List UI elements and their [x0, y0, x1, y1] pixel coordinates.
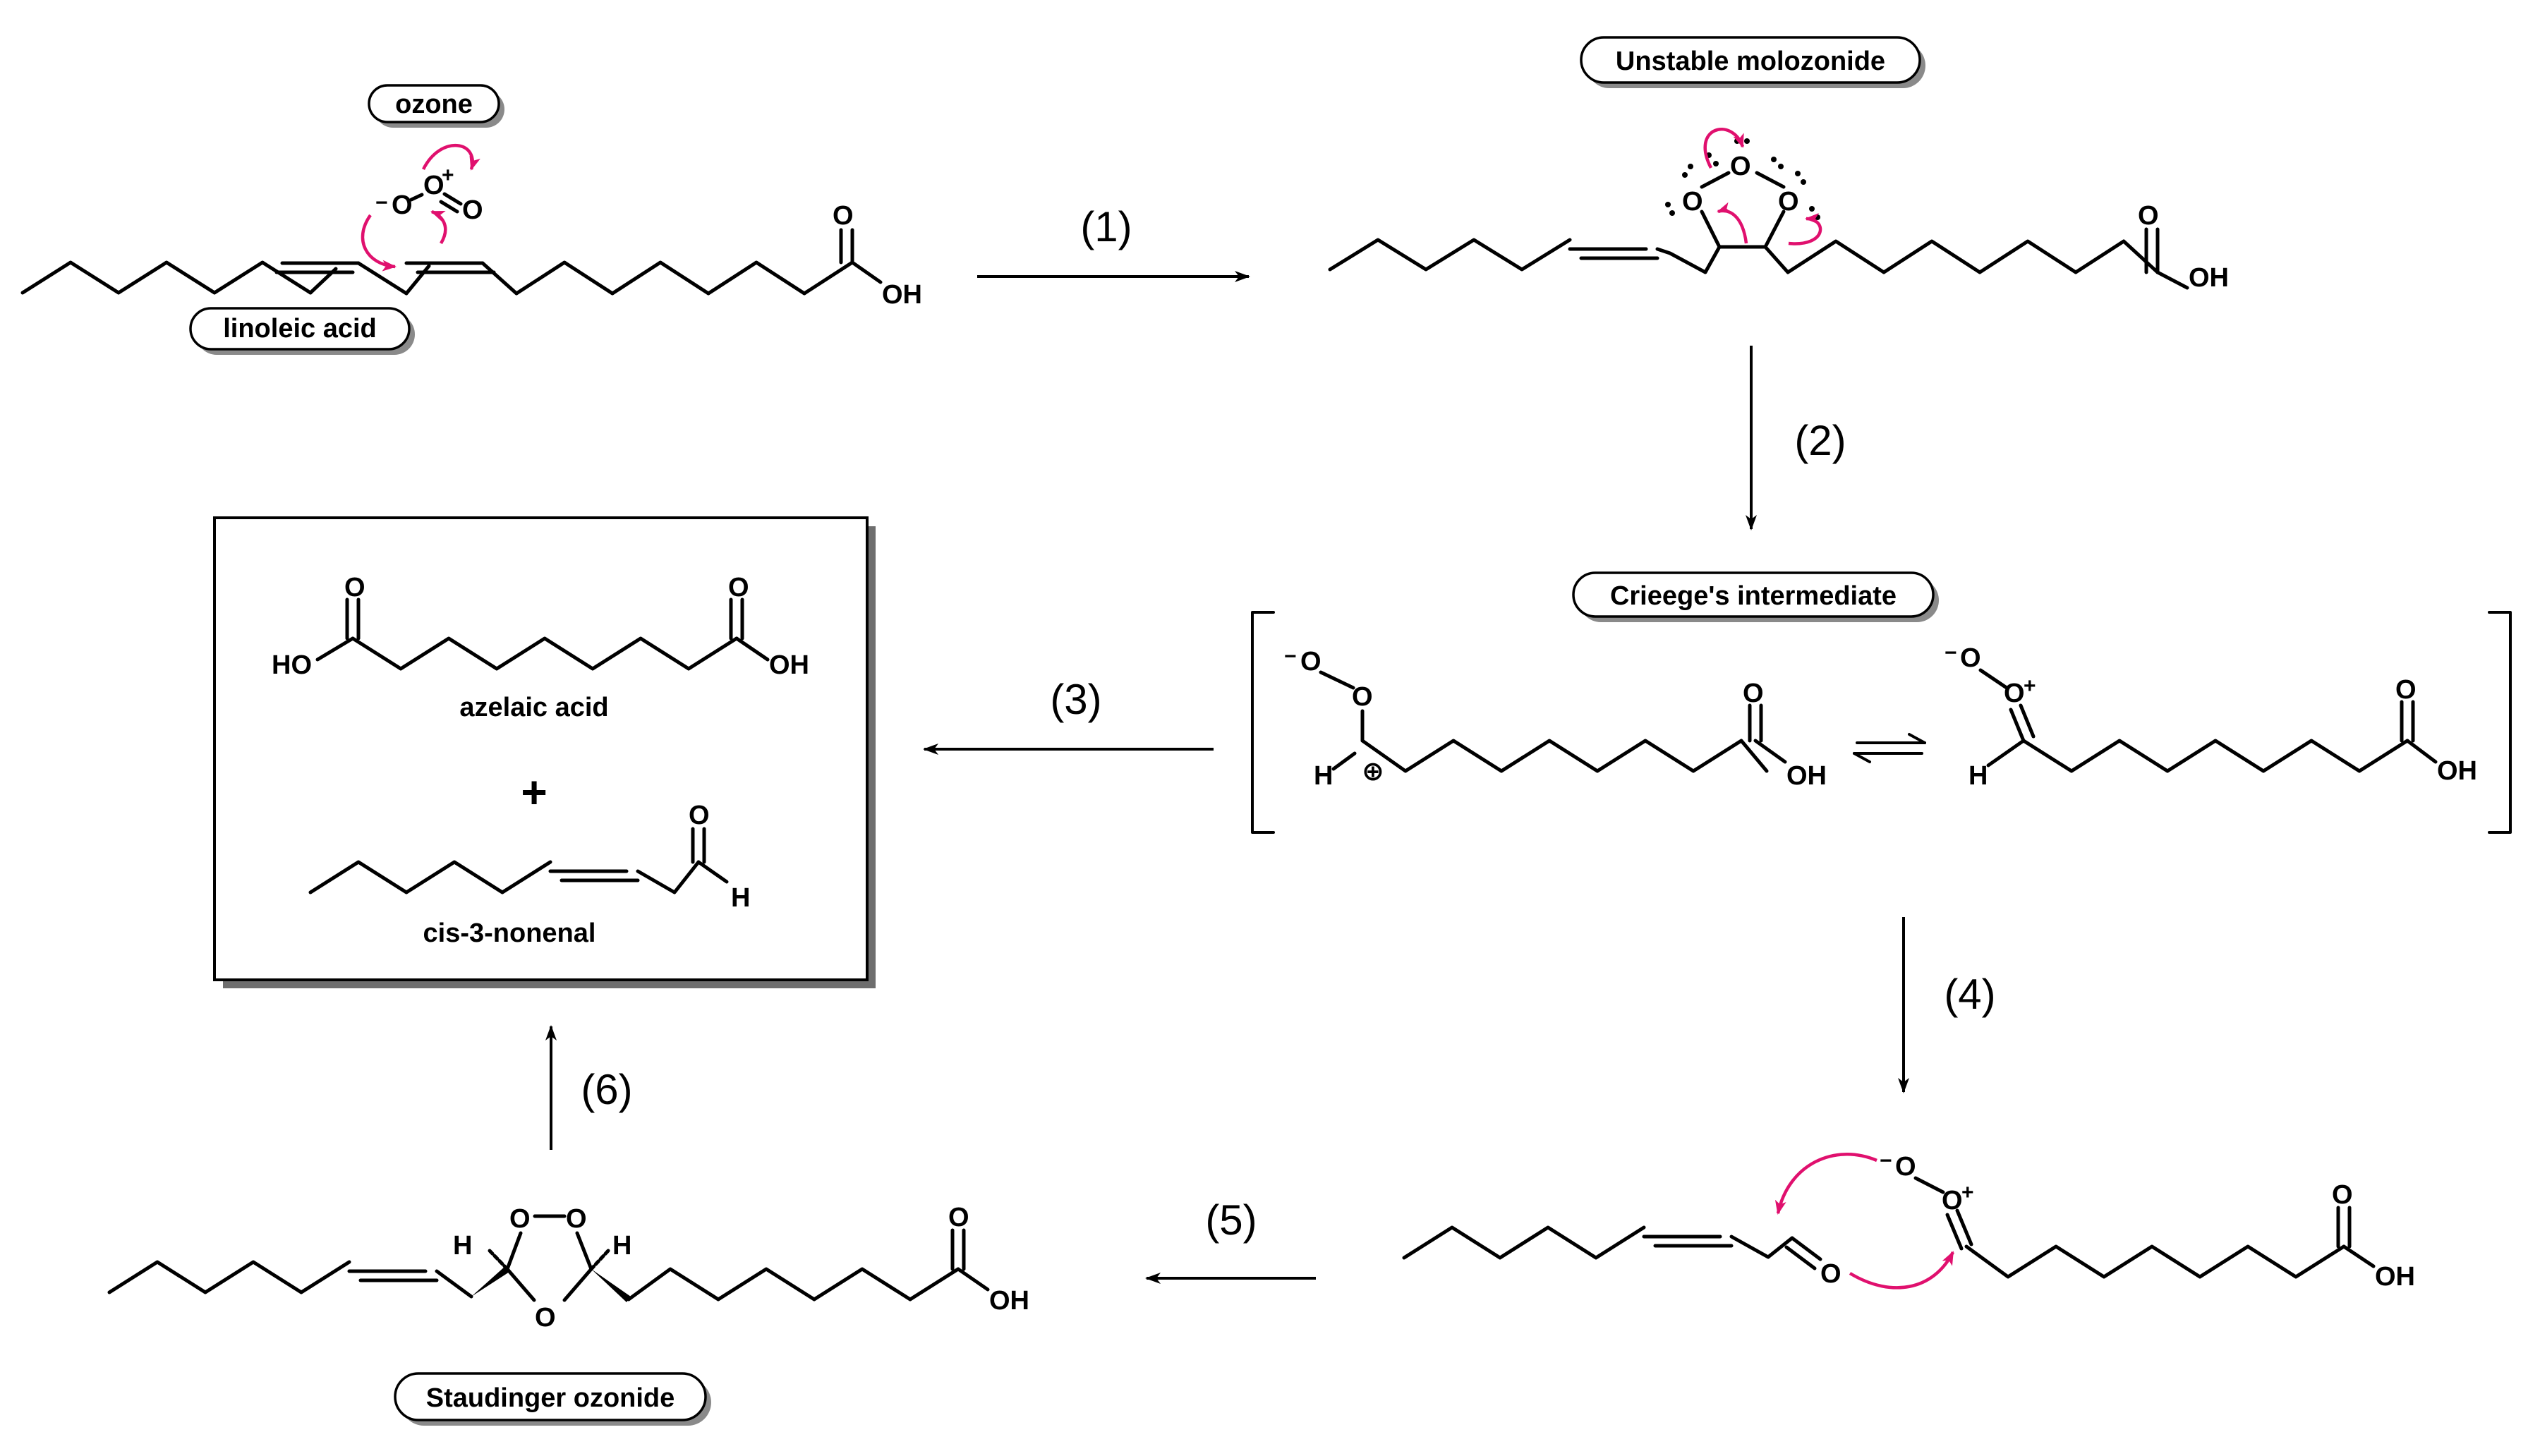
azelaic-carbonyl-oxygen-right: O — [728, 573, 749, 602]
criegee-intermediate-label-text: Crieege's intermediate — [1610, 581, 1897, 611]
ozone-label: ozone — [368, 84, 504, 128]
fragment-hydroxyl: OH — [2375, 1262, 2415, 1292]
criegee-left-oxygen-terminal: O — [1300, 647, 1322, 677]
ozone-molecule: O − O + O — [375, 164, 483, 225]
left-bracket — [1251, 611, 1275, 834]
carbonyl-oxygen: O — [2138, 201, 2159, 231]
staudinger-ozonide-label: Staudinger ozonide — [394, 1372, 711, 1426]
step-1-label: (1) — [1080, 203, 1132, 250]
unstable-molozonide-label: Unstable molozonide — [1580, 36, 1925, 88]
criegee-right-carbonyl-oxygen: O — [2395, 675, 2417, 705]
staudinger-oxygen-right: O — [566, 1204, 587, 1234]
staudinger-oxygen-bottom: O — [535, 1303, 556, 1333]
azelaic-ho: HO — [272, 650, 312, 680]
linoleic-acid-label: linoleic acid — [189, 307, 415, 355]
criegee-right-minus: − — [1945, 641, 1957, 665]
unstable-molozonide-label-text: Unstable molozonide — [1616, 47, 1885, 76]
criegee-right-plus: + — [2024, 674, 2036, 698]
step-3-label: (3) — [1050, 676, 1101, 723]
cis-3-nonenal-label: cis-3-nonenal — [423, 918, 596, 948]
ozone-oxygen-left: O — [392, 190, 413, 220]
criegee-carbocation-form: − O O H ⊕ O OH — [1284, 645, 1827, 791]
fragment-oxygen-inner: O — [1942, 1186, 1963, 1215]
nonenal-carbonyl-oxygen: O — [689, 801, 710, 830]
step-5-label: (5) — [1205, 1196, 1257, 1244]
fragment-carbonyl-oxygen: O — [2332, 1180, 2353, 1210]
ozone-label-text: ozone — [395, 90, 473, 119]
azelaic-acid-structure: HO O O OH — [272, 573, 809, 680]
fragment-oxygen-terminal: O — [1895, 1152, 1916, 1182]
arrow-pushing-molozonide — [1703, 128, 1822, 245]
nonenal-aldehyde-hydrogen: H — [731, 883, 750, 913]
step-2-label: (2) — [1794, 417, 1846, 464]
azelaic-acid-label: azelaic acid — [459, 693, 608, 722]
criegee-right-hydrogen: H — [1968, 761, 1988, 791]
azelaic-carbonyl-oxygen-left: O — [344, 573, 365, 602]
staudinger-hydrogen-left: H — [453, 1231, 472, 1261]
staudinger-hydroxyl: OH — [989, 1286, 1029, 1316]
carbonyl-oxygen: O — [833, 201, 854, 231]
criegee-carbonyl-oxide-form: − O O + H O OH — [1945, 641, 2477, 791]
criegee-intermediate-label: Crieege's intermediate — [1572, 571, 1939, 622]
criegee-right-oxygen-terminal: O — [1960, 643, 1981, 673]
step-4-label: (4) — [1944, 971, 1995, 1018]
arrow-pushing-linoleic — [361, 143, 480, 272]
criegee-left-oxygen-inner: O — [1352, 682, 1373, 712]
criegee-left-hydroxyl: OH — [1786, 761, 1827, 791]
linoleic-acid-structure: O OH — [20, 201, 922, 310]
cis-3-nonenal-structure: O H — [308, 801, 750, 913]
ring-oxygen-top: O — [1730, 152, 1751, 181]
nonenal-aldehyde-oxygen: O — [1820, 1259, 1841, 1289]
plus-sign: + — [521, 767, 547, 818]
staudinger-hydrogen-right: H — [612, 1231, 631, 1261]
fragment-plus: + — [1961, 1181, 1974, 1204]
staudinger-ozonide-structure: O O O H H O OH — [107, 1203, 1029, 1333]
azelaic-oh: OH — [769, 650, 809, 680]
criegee-right-hydroxyl: OH — [2437, 756, 2477, 786]
equilibrium-arrows — [1853, 733, 1926, 763]
ring-oxygen-right: O — [1778, 187, 1799, 217]
unstable-molozonide-structure: O OH O O O — [1328, 138, 2229, 293]
ozone-oxygen-right: O — [462, 195, 483, 225]
staudinger-ozonide-label-text: Staudinger ozonide — [426, 1383, 675, 1413]
criegee-left-carbonyl-oxygen: O — [1743, 679, 1764, 708]
ozone-oxygen-center: O — [423, 171, 444, 200]
criegee-left-hydrogen: H — [1314, 761, 1333, 791]
criegee-left-cation: ⊕ — [1362, 757, 1384, 787]
fragment-minus: − — [1880, 1149, 1892, 1172]
ozone-plus-charge: + — [442, 164, 454, 187]
ring-oxygen-left: O — [1682, 187, 1703, 217]
right-bracket — [2488, 611, 2512, 834]
criegee-right-oxygen-inner: O — [2004, 679, 2025, 708]
hydroxyl-group: OH — [882, 280, 922, 310]
nonenal-plus-carbonyl-oxide: O − O O + O OH — [1402, 1149, 2415, 1292]
step-6-label: (6) — [581, 1066, 632, 1113]
products-box: HO O O OH azelaic acid + O H cis-3-nonen… — [213, 516, 876, 988]
hydroxyl-group: OH — [2189, 263, 2229, 293]
staudinger-oxygen-left: O — [509, 1204, 531, 1234]
staudinger-carbonyl-oxygen: O — [948, 1203, 969, 1232]
linoleic-acid-label-text: linoleic acid — [223, 314, 377, 344]
arrow-pushing-recombination — [1774, 1153, 1955, 1290]
criegee-left-minus: − — [1284, 645, 1297, 668]
ozone-minus-charge: − — [375, 191, 388, 214]
